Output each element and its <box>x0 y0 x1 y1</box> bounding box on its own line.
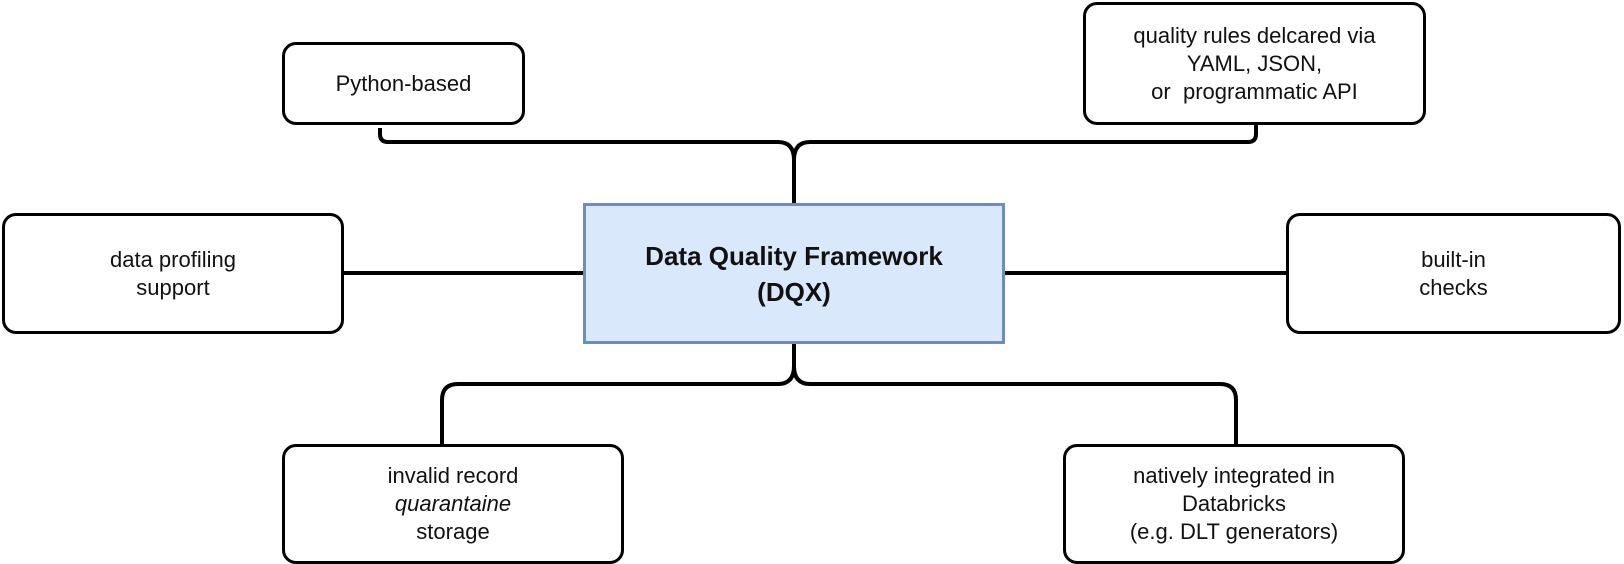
connector-databricks <box>792 344 1238 444</box>
connector-python <box>378 128 796 203</box>
node-profiling-line-1: data profiling <box>110 246 236 272</box>
node-builtin-line-2: checks <box>1419 274 1488 300</box>
connector-rules <box>792 124 1258 203</box>
node-quarantine-line-1: invalid record <box>387 463 519 488</box>
node-quarantine-line-2: quarantaine <box>394 491 512 516</box>
node-data-profiling: data profiling support <box>2 213 344 334</box>
node-databricks-line-3: (e.g. DLT generators) <box>1129 519 1339 544</box>
node-databricks-line-2: Databricks <box>1182 491 1286 516</box>
node-rules-line-3: or programmatic API <box>1151 78 1358 104</box>
center-node: Data Quality Framework (DQX) <box>583 203 1005 344</box>
node-python-label: Python-based <box>335 70 472 96</box>
node-builtin-line-1: built-in <box>1421 246 1486 272</box>
node-profiling-line-2: support <box>136 274 210 300</box>
node-rules-line-2: YAML, JSON, <box>1186 50 1323 76</box>
node-built-in-checks: built-in checks <box>1286 213 1621 334</box>
node-quarantine-line-3: storage <box>416 519 490 544</box>
node-python-based: Python-based <box>282 42 525 125</box>
center-title-line-2: (DQX) <box>757 276 831 307</box>
center-title-line-1: Data Quality Framework <box>645 240 943 271</box>
node-databricks-integration: natively integrated in Databricks (e.g. … <box>1063 444 1405 564</box>
connector-quarantine <box>440 344 796 444</box>
node-invalid-record-quarantine: invalid record quarantaine storage <box>282 444 624 564</box>
node-rules-line-1: quality rules delcared via <box>1133 22 1376 48</box>
node-databricks-line-1: natively integrated in <box>1133 463 1335 488</box>
node-quality-rules: quality rules delcared via YAML, JSON, o… <box>1083 2 1426 125</box>
